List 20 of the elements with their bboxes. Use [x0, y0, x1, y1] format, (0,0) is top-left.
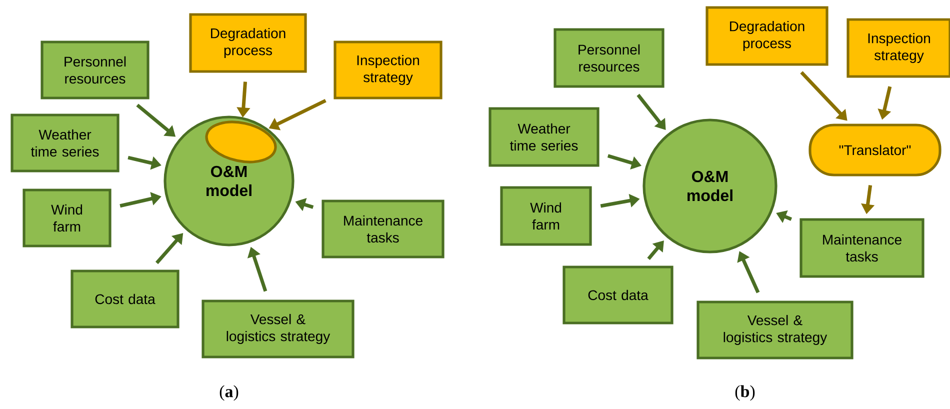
input-box: Personnel resources	[554, 28, 664, 88]
arrow	[647, 240, 664, 260]
input-box: Weather time series	[488, 107, 600, 167]
input-box: Vessel & logistics strategy	[202, 300, 354, 358]
input-box: Wind farm	[22, 188, 112, 248]
input-box: Weather time series	[10, 114, 120, 172]
input-box: Maintenance tasks	[322, 200, 444, 258]
input-box: Personnel resources	[40, 40, 150, 100]
input-box: Cost data	[562, 266, 674, 324]
panel-caption: (b)	[735, 385, 755, 401]
translator-box: "Translator"	[808, 124, 942, 176]
input-box: Degradation process	[189, 13, 307, 73]
input-box: Inspection strategy	[334, 40, 442, 100]
input-box: Cost data	[70, 270, 180, 328]
input-box: Maintenance tasks	[800, 218, 924, 278]
input-box: Vessel & logistics strategy	[696, 300, 854, 360]
input-box: Inspection strategy	[846, 18, 950, 78]
input-box: Degradation process	[706, 6, 828, 66]
panel-caption: (a)	[220, 385, 238, 401]
input-box: Wind farm	[500, 186, 592, 246]
